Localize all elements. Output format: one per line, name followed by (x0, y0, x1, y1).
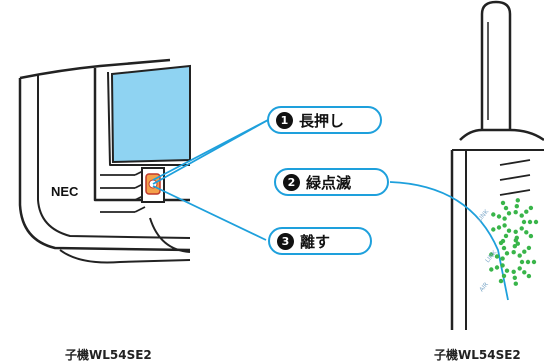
right-device-illustration (450, 0, 544, 330)
led-blink-marks (489, 198, 539, 286)
led-dot-31 (522, 270, 527, 275)
led-dot-15 (502, 216, 507, 221)
led-dot-53 (526, 245, 532, 251)
led-dot-12 (502, 223, 507, 228)
led-dot-39 (500, 263, 505, 268)
led-dot-27 (519, 259, 525, 265)
led-dot-35 (513, 281, 518, 286)
step-1-number: 1 (276, 111, 293, 129)
step-3-number: 3 (277, 232, 294, 250)
push-button (141, 167, 165, 203)
led-dot-36 (504, 268, 510, 273)
led-dot-50 (513, 238, 518, 243)
led-dot-8 (515, 241, 520, 246)
led-dot-41 (489, 267, 494, 272)
led-dot-21 (513, 210, 518, 215)
led-dot-32 (526, 273, 532, 279)
step-2-number: 2 (283, 173, 300, 191)
led-dot-16 (496, 214, 502, 219)
led-dot-13 (496, 225, 502, 230)
led-dot-30 (517, 266, 522, 271)
step-1-label: 長押し (299, 111, 345, 130)
led-dot-20 (500, 200, 506, 206)
led-dot-46 (501, 245, 507, 251)
step-3-label: 離す (300, 232, 331, 251)
led-dot-47 (498, 240, 504, 246)
led-dot-37 (501, 273, 507, 279)
led-dot-10 (503, 233, 509, 239)
monitor-screen (110, 64, 191, 164)
step-1-long-press: 1 長押し (267, 106, 382, 134)
led-dot-25 (524, 209, 529, 214)
led-dot-51 (517, 253, 522, 258)
callout-lines (152, 119, 509, 301)
blink-label-3: AIR (478, 281, 490, 293)
led-dot-4 (524, 230, 529, 235)
led-dot-44 (489, 252, 494, 257)
led-dot-43 (494, 254, 500, 259)
led-dot-52 (522, 249, 527, 254)
led-dot-0 (521, 219, 527, 225)
nec-logo: NEC (51, 184, 79, 199)
led-dot-38 (498, 278, 504, 284)
blink-label-1: LINK (476, 208, 491, 224)
led-dot-22 (514, 204, 519, 209)
led-dot-40 (494, 265, 500, 270)
led-dot-49 (512, 244, 517, 249)
step-2-green-blink: 2 緑点滅 (274, 168, 389, 196)
led-dot-33 (511, 269, 516, 274)
step-2-label: 緑点滅 (306, 173, 352, 192)
led-dot-34 (512, 275, 517, 280)
right-device-caption: 子機WL54SE2 (434, 348, 521, 362)
led-dot-24 (519, 213, 524, 218)
led-dot-6 (513, 229, 518, 234)
step-3-release: 3 離す (268, 227, 372, 255)
led-dot-42 (500, 256, 505, 261)
left-device-illustration (18, 58, 191, 264)
led-dot-2 (533, 219, 539, 225)
led-dot-5 (528, 233, 534, 239)
led-dot-18 (506, 211, 512, 216)
led-dot-14 (491, 227, 496, 232)
led-dot-1 (527, 219, 533, 225)
led-dot-29 (531, 259, 537, 265)
led-dot-17 (491, 212, 496, 217)
led-dot-19 (503, 205, 509, 211)
left-device-caption: 子機WL54SE2 (65, 348, 152, 362)
led-dot-48 (511, 250, 516, 255)
led-dot-23 (515, 198, 520, 203)
led-dot-9 (506, 228, 512, 233)
led-dot-3 (519, 226, 524, 231)
led-dot-28 (525, 259, 531, 265)
led-dot-26 (528, 205, 534, 211)
led-dot-45 (504, 251, 510, 256)
